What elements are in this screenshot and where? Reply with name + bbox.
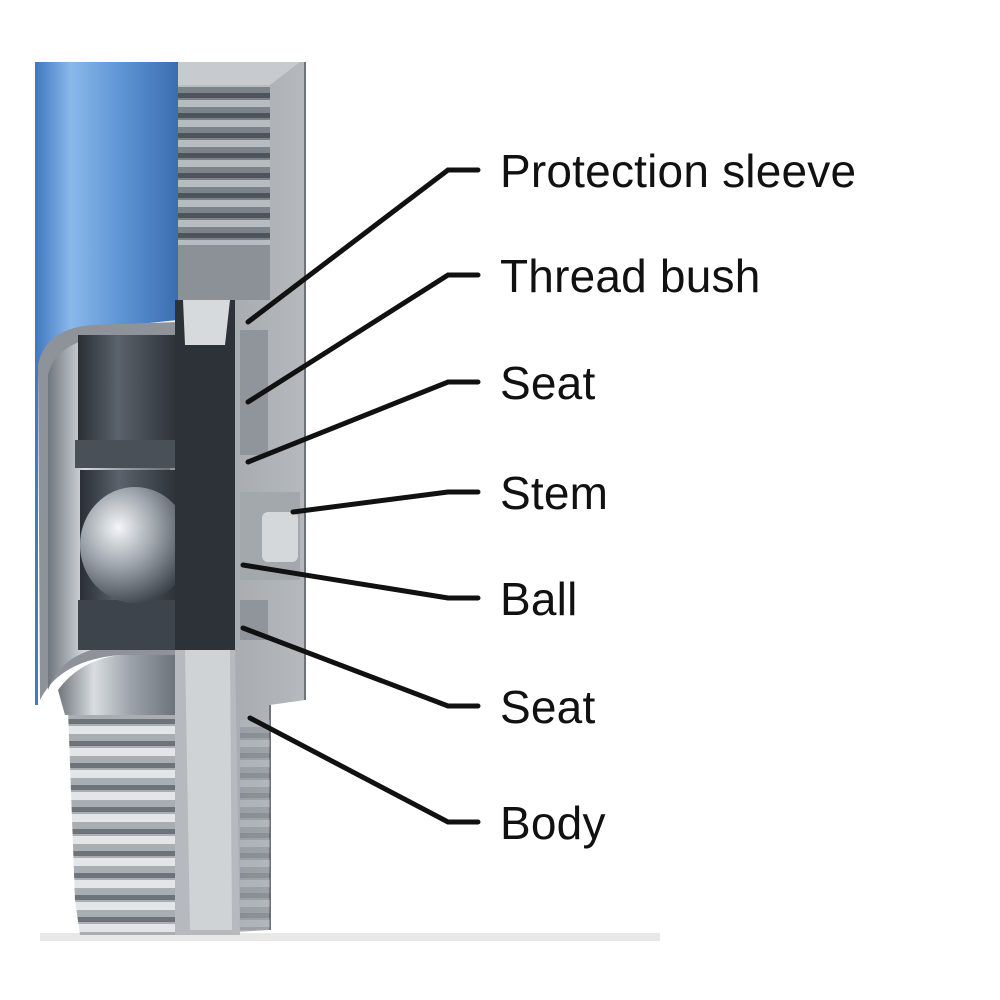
leader-ball [240,562,481,601]
leader-lines [240,167,481,825]
label-ball: Ball [500,573,578,625]
leader-body [247,715,481,825]
ball-shape [80,487,190,603]
label-thread-bush: Thread bush [500,250,761,302]
label-protection-sleeve: Protection sleeve [500,145,857,197]
leader-seat-upper [245,379,481,465]
label-seat-lower: Seat [500,681,596,733]
leader-thread-bush [245,272,481,405]
label-stem: Stem [500,467,609,519]
leader-seat-lower [240,625,481,709]
leader-protection-sleeve [245,167,481,325]
protection-sleeve-shape [35,62,178,705]
body-section-shape [175,62,306,935]
ground-line [40,933,660,941]
leader-stem [290,489,481,515]
lower-thread-shape [58,655,178,935]
label-seat-upper: Seat [500,357,596,409]
label-body: Body [500,797,606,849]
